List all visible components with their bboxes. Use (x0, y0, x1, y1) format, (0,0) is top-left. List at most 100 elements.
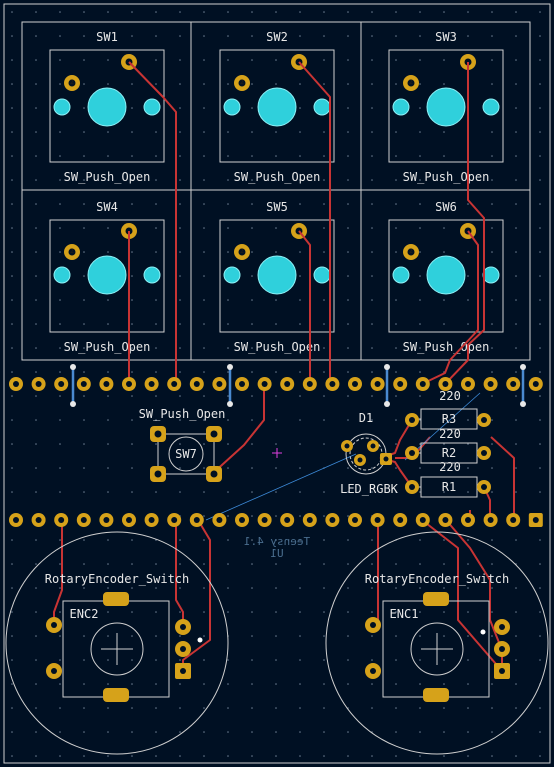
teensy-header-bottom[interactable] (9, 513, 543, 527)
teensy-mirrored-label: Teensy 4.1 U1 (244, 535, 310, 560)
led-ref: D1 (359, 411, 373, 425)
vias[interactable] (70, 364, 526, 407)
header-pin-drill (193, 517, 200, 523)
header-pin-drill (510, 381, 517, 387)
sw2-value: SW_Push_Open (234, 170, 321, 184)
via-tracks (71, 367, 525, 404)
header-pin-drill (193, 381, 200, 387)
pad-number: 2 (70, 248, 74, 255)
header-pin-drill (58, 381, 65, 387)
switch-grid (21, 21, 531, 361)
sw5-ref: SW5 (266, 200, 288, 214)
header-pin-drill (306, 381, 313, 387)
header-pin-drill (261, 517, 268, 523)
r2-value: 220 (439, 427, 461, 441)
enc2-ref: ENC2 (70, 607, 99, 621)
header-pin-drill (487, 517, 494, 523)
pad-number: 2 (70, 79, 74, 86)
switch-pad-drills (68, 58, 472, 256)
header-pin-drill (329, 381, 336, 387)
pad-number: 2 (240, 248, 244, 255)
resistor-pads[interactable] (405, 413, 491, 494)
header-pin-drill (103, 381, 110, 387)
header-pin-drill (35, 517, 42, 523)
header-pin-drill (284, 381, 291, 387)
header-pin-drill (103, 517, 110, 523)
header-pin-drill (35, 381, 42, 387)
sw7-outline (157, 433, 215, 475)
sw4-ref: SW4 (96, 200, 118, 214)
switch-holes (53, 87, 500, 295)
r1-ref: R1 (442, 480, 456, 494)
header-pin-drill (419, 381, 426, 387)
pin1-marker-icon (197, 637, 203, 643)
sw1-value: SW_Push_Open (64, 170, 151, 184)
header-pin-drill (284, 517, 291, 523)
sw7-actuator (168, 436, 204, 472)
header-pin-drill (442, 517, 449, 523)
header-pin-drill (374, 381, 381, 387)
r2-ref: R2 (442, 446, 456, 460)
sw3-value: SW_Push_Open (403, 170, 490, 184)
header-pin-drill (374, 517, 381, 523)
board-outline (3, 3, 551, 764)
header-pin-drill (80, 517, 87, 523)
header-pin-drill (442, 381, 449, 387)
sw1-ref: SW1 (96, 30, 118, 44)
header-pin-drill (329, 517, 336, 523)
sw2-ref: SW2 (266, 30, 288, 44)
pad-number: 2 (240, 79, 244, 86)
sw5-value: SW_Push_Open (234, 340, 321, 354)
sw7-value: SW_Push_Open (139, 407, 226, 421)
ratsnest-line (205, 453, 357, 521)
sw6-value: SW_Push_Open (403, 340, 490, 354)
r3-ref: R3 (442, 412, 456, 426)
r1-value: 220 (439, 460, 461, 474)
enc1-value: RotaryEncoder_Switch (365, 572, 510, 586)
sw6-ref: SW6 (435, 200, 457, 214)
header-pin-drill (126, 517, 132, 523)
mcu-value: Teensy 4.1 (244, 535, 310, 548)
r3-value: 220 (439, 389, 461, 403)
header-pin-drill (352, 381, 358, 387)
header-pin-drill (397, 517, 404, 523)
switch-footprint-outlines (49, 49, 504, 333)
header-pin-drill (216, 517, 223, 523)
mcu-ref: U1 (270, 547, 283, 560)
header-pin-drill (171, 381, 178, 387)
enc1-ref: ENC1 (390, 607, 419, 621)
header-pin-drill (216, 381, 223, 387)
header-pin-drill (397, 381, 404, 387)
header-pin-drill (239, 517, 245, 523)
header-pin-drill (148, 517, 155, 523)
sw3-ref: SW3 (435, 30, 457, 44)
header-pin-drill (58, 517, 65, 523)
header-pin-drill (171, 517, 178, 523)
origin-crosshair-icon (272, 448, 282, 458)
header-pin-drill (239, 381, 245, 387)
header-pin-drill (13, 517, 19, 523)
teensy-header-top[interactable] (9, 377, 543, 391)
pad-number: 2 (409, 79, 413, 86)
header-pin-drill (465, 381, 471, 387)
led-value: LED_RGBK (340, 482, 399, 496)
header-pin-drill (126, 381, 132, 387)
enc2-pads[interactable] (46, 592, 191, 702)
sw4-value: SW_Push_Open (64, 340, 151, 354)
header-pin-drill (510, 517, 517, 523)
pad-number: 2 (409, 248, 413, 255)
header-pin-drill (261, 381, 268, 387)
sw7-ref: SW7 (175, 447, 197, 461)
header-pin-drill (465, 517, 471, 523)
pin1-marker-icon (480, 629, 486, 635)
enc2-value: RotaryEncoder_Switch (45, 572, 190, 586)
header-pin-drill (419, 517, 426, 523)
header-pin-drill (306, 517, 313, 523)
header-pin-drill (532, 381, 539, 387)
header-pin-drill (148, 381, 155, 387)
header-pin-drill (80, 381, 87, 387)
header-pin-drill (487, 381, 494, 387)
header-pin-drill (13, 381, 19, 387)
header-pin-drill (532, 517, 539, 523)
